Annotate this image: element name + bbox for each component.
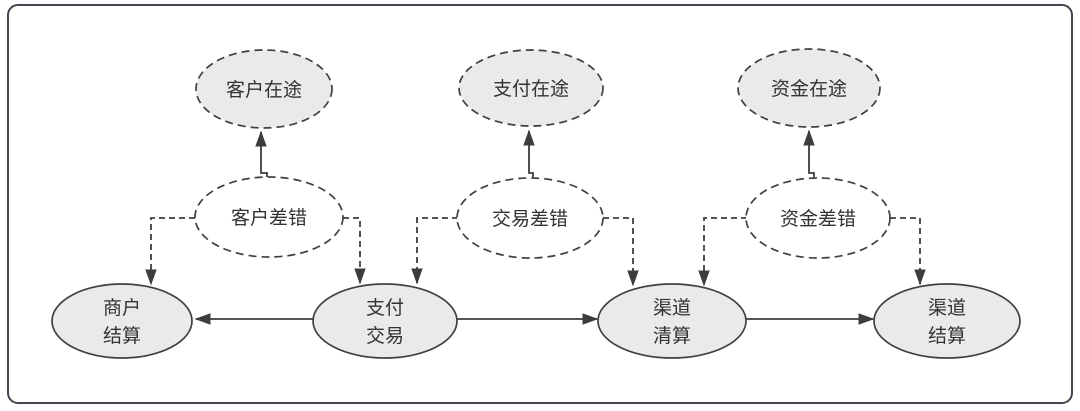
node-merchant-settlement-shape	[51, 283, 193, 359]
node-payment-in-transit-label: 支付在途	[493, 78, 569, 100]
node-customer-discrepancy-shape	[194, 176, 344, 258]
node-payment-transaction-label-line2: 交易	[366, 325, 404, 347]
node-channel-clearing-shape	[597, 283, 747, 359]
edge-funds-discrepancy-to-channel-settlement	[890, 217, 926, 286]
node-transaction-discrepancy: 交易差错	[456, 177, 604, 259]
edge-customer-discrepancy-to-customer-in-transit	[255, 130, 268, 177]
node-funds-discrepancy: 资金差错	[745, 177, 891, 259]
edge-funds-discrepancy-to-funds-in-transit	[803, 129, 815, 177]
node-channel-settlement-label-line1: 渠道	[928, 297, 966, 319]
node-payment-transaction-label-line1: 支付	[366, 297, 404, 319]
node-channel-settlement-label-line2: 结算	[928, 325, 966, 347]
node-merchant-settlement-label-line2: 结算	[103, 325, 141, 347]
node-channel-settlement: 渠道 结算	[873, 283, 1021, 359]
node-payment-transaction: 支付 交易	[312, 283, 458, 359]
node-payment-in-transit: 支付在途	[458, 49, 604, 127]
node-funds-in-transit: 资金在途	[737, 48, 881, 128]
node-payment-transaction-shape	[312, 283, 458, 359]
node-merchant-settlement-label-line1: 商户	[103, 297, 141, 319]
node-channel-clearing-label-line1: 渠道	[653, 297, 691, 319]
node-transaction-discrepancy-label: 交易差错	[492, 208, 568, 230]
node-customer-in-transit-shape	[195, 49, 333, 129]
edge-customer-discrepancy-to-payment-transaction	[343, 217, 366, 285]
node-payment-in-transit-shape	[458, 49, 604, 127]
edge-transaction-discrepancy-to-payment-transaction	[411, 217, 458, 285]
node-funds-discrepancy-label: 资金差错	[780, 208, 856, 230]
node-funds-in-transit-shape	[737, 48, 881, 128]
node-transaction-discrepancy-shape	[456, 177, 604, 259]
node-funds-discrepancy-shape	[745, 177, 891, 259]
node-customer-in-transit: 客户在途	[195, 49, 333, 129]
node-customer-in-transit-label: 客户在途	[226, 79, 302, 101]
node-customer-discrepancy-label: 客户差错	[231, 207, 307, 229]
node-channel-clearing: 渠道 清算	[597, 283, 747, 359]
node-funds-in-transit-label: 资金在途	[771, 78, 847, 100]
edge-transaction-discrepancy-to-channel-clearing	[603, 217, 639, 287]
edge-customer-discrepancy-to-merchant-settlement	[145, 217, 195, 286]
node-channel-clearing-label-line2: 清算	[653, 325, 691, 347]
node-merchant-settlement: 商户 结算	[51, 283, 193, 359]
node-channel-settlement-shape	[873, 283, 1021, 359]
node-customer-discrepancy: 客户差错	[194, 176, 344, 258]
edge-transaction-discrepancy-to-payment-in-transit	[523, 129, 535, 177]
edge-funds-discrepancy-to-channel-clearing	[698, 217, 747, 287]
